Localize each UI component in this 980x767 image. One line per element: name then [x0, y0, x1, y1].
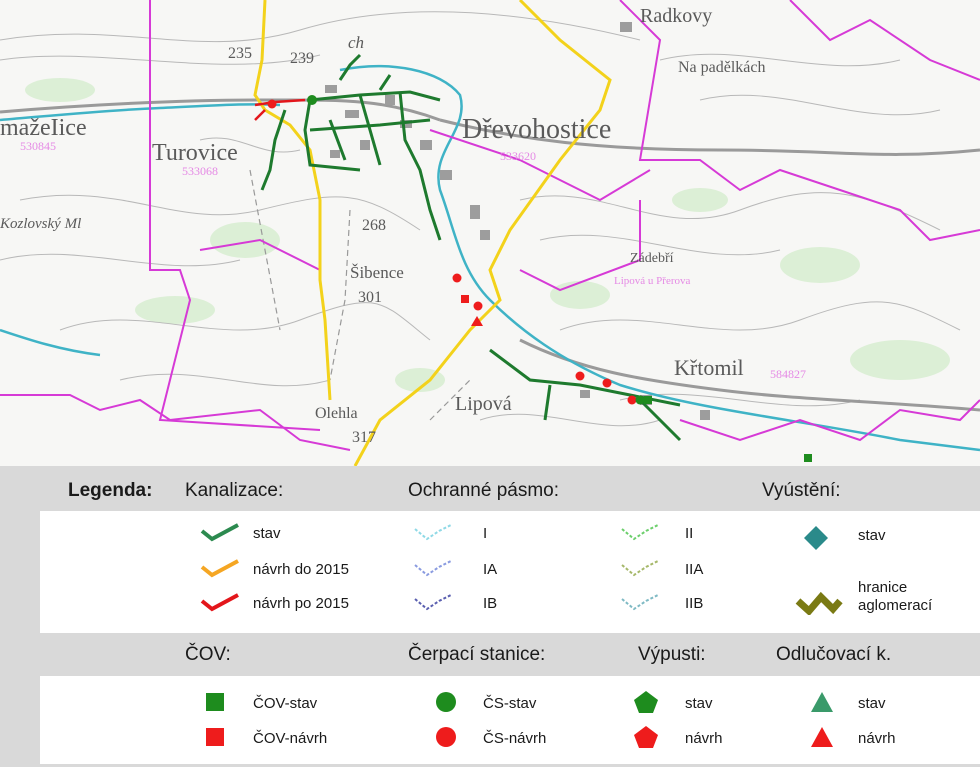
map-label: Kozlovský Ml: [0, 216, 81, 232]
sewer-proposed-after-2015-symbol: [200, 593, 239, 612]
map-label: Lipová u Přerova: [614, 275, 690, 287]
pump-station-existing-symbol: [436, 692, 456, 712]
section-vyusteni: Vyústění:: [762, 480, 841, 501]
legend-box-lines: stav návrh do 2015 návrh po 2015 I IA IB…: [40, 511, 980, 633]
legend-label: IB: [483, 595, 498, 612]
sewer-existing: [260, 53, 682, 442]
place-label: Na padělkách: [678, 59, 766, 76]
pump-station-proposed-symbol: [436, 727, 456, 747]
legend-label: ČOV-stav: [253, 695, 318, 712]
cadastral-boundaries: [0, 0, 980, 451]
place-label: Lipová: [455, 393, 512, 415]
legend-label: ČS-návrh: [483, 730, 547, 747]
legend-label: II: [685, 525, 694, 542]
legend-label: návrh do 2015: [253, 561, 349, 578]
zone-ia-symbol: [414, 560, 452, 577]
place-label: Křtomil: [674, 355, 744, 380]
legend-label: IIA: [685, 561, 704, 578]
legend-label: stav: [858, 695, 886, 712]
legend-label: stav: [253, 525, 281, 542]
place-label: Radkovy: [640, 5, 712, 27]
legend-label: stav: [858, 527, 886, 544]
elevation-label: 239: [290, 50, 314, 67]
separator-proposed-triangle-symbol: [811, 727, 833, 747]
cadastre-code: 584827: [770, 367, 806, 381]
outfall-existing-pentagon-symbol: [634, 691, 658, 713]
sewer-existing-symbol: [200, 523, 239, 542]
map-canvas: Radkovy Na padělkách mažeIice Turovice D…: [0, 0, 980, 466]
legend-label: stav: [685, 695, 713, 712]
outfall-proposed-pentagon-symbol: [634, 726, 658, 748]
legend-label: návrh: [685, 730, 723, 747]
section-cov: ČOV:: [185, 644, 231, 665]
cadastre-code: 533620: [500, 149, 536, 163]
map-labels: Radkovy Na padělkách mažeIice Turovice D…: [0, 5, 806, 446]
roads-grey: [0, 98, 980, 412]
legend-title: Legenda:: [68, 480, 153, 501]
place-label: Zádebří: [630, 251, 674, 266]
legend-box-points: ČOV-stav ČOV-návrh ČS-stav ČS-návrh stav…: [40, 676, 980, 764]
cadastre-code: 530845: [20, 139, 56, 153]
elevation-label: 235: [228, 45, 252, 62]
section-ochranne-pasmo: Ochranné pásmo:: [408, 480, 560, 501]
legend-label: hranice: [858, 579, 908, 596]
section-odlucovaci: Odlučovací k.: [776, 644, 892, 665]
elevation-label: 317: [352, 429, 376, 446]
agglomeration-boundary-symbol: [795, 591, 843, 615]
map-label: ch: [348, 33, 364, 52]
legend-label: IA: [483, 561, 498, 578]
legend-label: IIB: [685, 595, 704, 612]
legend-label: návrh: [858, 730, 896, 747]
wwtp-existing-symbol: [206, 693, 224, 711]
vegetation-patches: [25, 78, 950, 392]
sewer-proposed-2015-symbol: [200, 559, 239, 578]
cadastre-code: 533068: [182, 164, 218, 178]
roads-main: [253, 0, 612, 466]
zone-iia-symbol: [621, 560, 659, 577]
river: [0, 64, 980, 452]
legend-panel: Legenda: Kanalizace: Ochranné pásmo: Vyú…: [0, 466, 980, 767]
elevation-label: 301: [358, 289, 382, 306]
legend-label: ČOV-návrh: [253, 730, 328, 747]
zone-i-symbol: [414, 524, 452, 541]
place-label: mažeIice: [0, 115, 87, 141]
tracks: [249, 169, 471, 421]
place-label: Šibence: [350, 263, 404, 282]
legend-label: aglomerací: [858, 597, 933, 614]
section-kanalizace: Kanalizace:: [185, 480, 284, 501]
legend-label: návrh po 2015: [253, 595, 349, 612]
place-label: Dřevohostice: [462, 114, 611, 145]
map-view[interactable]: Radkovy Na padělkách mažeIice Turovice D…: [0, 0, 980, 466]
legend-label: ČS-stav: [483, 695, 537, 712]
map-symbols: [267, 95, 812, 462]
place-label: Turovice: [152, 140, 238, 166]
separator-existing-triangle-symbol: [811, 692, 833, 712]
section-cerpaci-stanice: Čerpací stanice:: [408, 644, 546, 665]
section-vypusti: Výpusti:: [638, 644, 706, 665]
zone-iib-symbol: [621, 594, 659, 611]
outlet-diamond-symbol: [804, 526, 828, 550]
wwtp-proposed-symbol: [206, 728, 224, 746]
place-label: Olehla: [315, 405, 358, 422]
zone-ib-symbol: [414, 594, 452, 611]
elevation-label: 268: [362, 217, 386, 234]
zone-ii-symbol: [621, 524, 659, 541]
legend-label: I: [483, 525, 488, 542]
